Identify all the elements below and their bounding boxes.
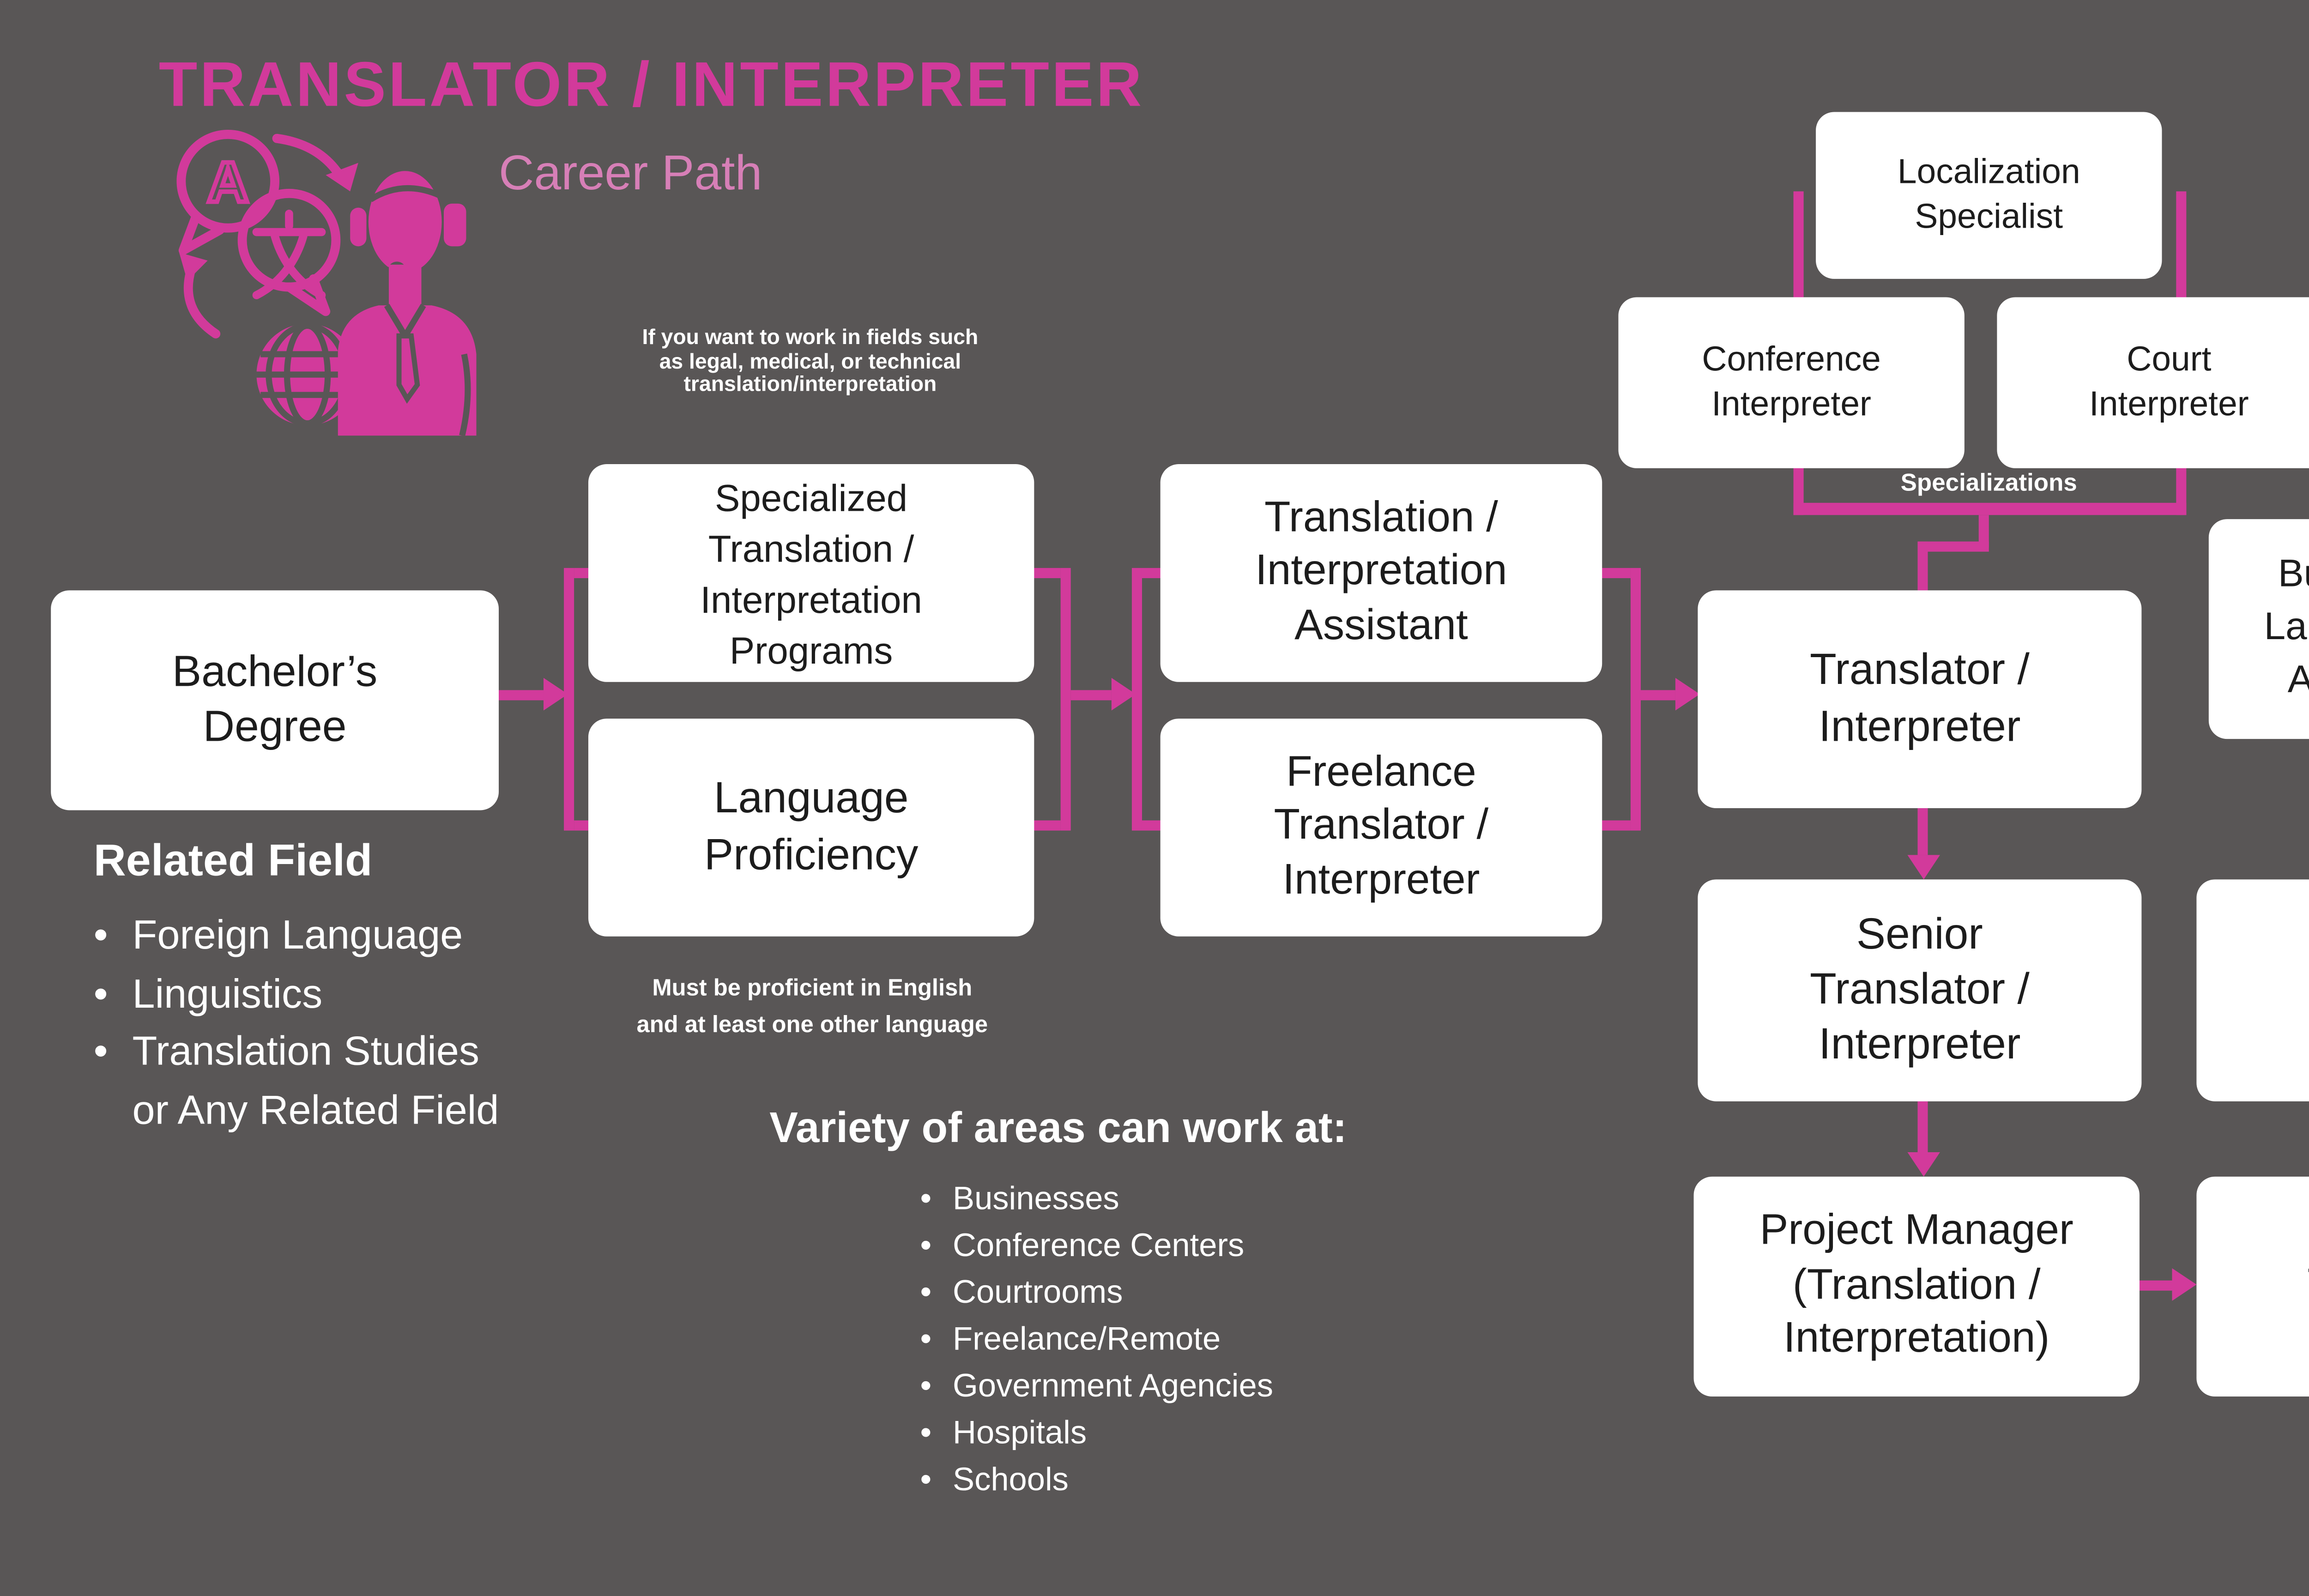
node-translation-assistant: Translation / Interpretation Assistant: [1160, 464, 1602, 682]
spec-drop-1: [1978, 515, 1989, 548]
bracket-col3-left: [1131, 568, 1142, 831]
bubble-a-icon: [176, 130, 280, 233]
bracket-col3-right-arm-top: [1598, 568, 1631, 578]
node-language-proficiency: Language Proficiency: [588, 719, 1034, 937]
connector-col3-translator: [1640, 690, 1675, 701]
work-area-item: Conference Centers: [920, 1223, 1273, 1270]
related-field-heading: Related Field: [93, 834, 373, 886]
work-area-item: Courtrooms: [920, 1270, 1273, 1317]
interpreter-person-icon: [338, 171, 477, 436]
related-field-item: Foreign Language: [94, 908, 499, 966]
connector-col2-col3: [1070, 690, 1112, 701]
work-areas-list: Businesses Conference Centers Courtrooms…: [920, 1177, 1273, 1505]
bracket-col2-right: [1060, 568, 1071, 831]
node-senior-translator: Senior Translator / Interpreter: [1698, 879, 2142, 1101]
arrowhead-col3-translator: [1675, 677, 1700, 711]
node-translator-interpreter: Translator / Interpreter: [1698, 590, 2142, 809]
node-lead-translator: Lead Translator / Interpreter: [2196, 1176, 2309, 1396]
bracket-col3-left-arm-top: [1142, 568, 1163, 578]
related-field-item: Linguistics: [94, 966, 499, 1024]
node-court-interpreter: Court Interpreter: [1997, 297, 2309, 468]
bracket-col3-left-arm-bottom: [1142, 820, 1163, 831]
work-area-item: Freelance/Remote: [920, 1317, 1273, 1364]
arrowhead-translator-senior: [1907, 855, 1940, 880]
spec-bracket-bar: [1793, 502, 2187, 515]
node-business-owner: Business Owner / Language Services Agenc…: [2208, 519, 2309, 739]
connector-bachelors-arrow: [499, 690, 544, 701]
arrowhead-bachelors: [543, 677, 568, 711]
note-specialized-fields: If you want to work in fields such as le…: [642, 326, 979, 397]
arrowhead-col2-col3: [1111, 677, 1136, 711]
note-language-proficiency: Must be proficient in English and at lea…: [636, 977, 988, 1039]
related-field-list: Foreign Language Linguistics Translation…: [94, 908, 499, 1140]
bracket-col3-right-arm-bottom: [1598, 820, 1631, 831]
node-localization-specialist: Localization Specialist: [1816, 112, 2162, 279]
svg-text:A: A: [207, 150, 248, 214]
work-area-item: Businesses: [920, 1177, 1273, 1223]
work-area-item: Government Agencies: [920, 1364, 1273, 1410]
bracket-col3-right: [1630, 568, 1641, 831]
node-consultant-translator: Consultant Translator / Interpreter: [2196, 879, 2309, 1101]
spec-drop-jog: [1917, 541, 1989, 552]
node-bachelors-degree: Bachelor’s Degree: [51, 590, 499, 810]
bracket-col2-left: [564, 568, 574, 831]
work-area-item: Hospitals: [920, 1411, 1273, 1457]
connector-senior-pm: [1917, 1101, 1928, 1153]
node-specialized-programs: Specialized Translation / Interpretation…: [588, 464, 1034, 682]
bracket-col2-right-arm-top: [1032, 568, 1061, 578]
label-specializations: Specializations: [1900, 468, 2077, 497]
work-areas-heading: Variety of areas can work at:: [769, 1105, 1347, 1153]
node-freelance-translator: Freelance Translator / Interpreter: [1160, 719, 1602, 937]
node-project-manager: Project Manager (Translation / Interpret…: [1693, 1176, 2140, 1396]
bracket-col2-right-arm-bottom: [1032, 820, 1061, 831]
related-field-item: Translation Studies or Any Related Field: [94, 1024, 499, 1140]
exchange-arrow-left-icon: [183, 264, 221, 339]
connector-pm-lead: [2139, 1280, 2172, 1291]
bracket-col2-left-arm-bottom: [574, 820, 592, 831]
page-subtitle: Career Path: [499, 146, 762, 202]
page-title: TRANSLATOR / INTERPRETER: [158, 48, 1144, 121]
arrowhead-pm-lead: [2172, 1268, 2197, 1301]
node-conference-interpreter: Conference Interpreter: [1618, 297, 1964, 468]
work-area-item: Schools: [920, 1457, 1273, 1504]
spec-drop-2: [1917, 541, 1928, 591]
bracket-col2-left-arm-top: [574, 568, 592, 578]
connector-translator-senior: [1917, 808, 1928, 855]
translator-interpreter-icon: A: [176, 130, 477, 436]
arrowhead-senior-pm: [1907, 1152, 1940, 1177]
